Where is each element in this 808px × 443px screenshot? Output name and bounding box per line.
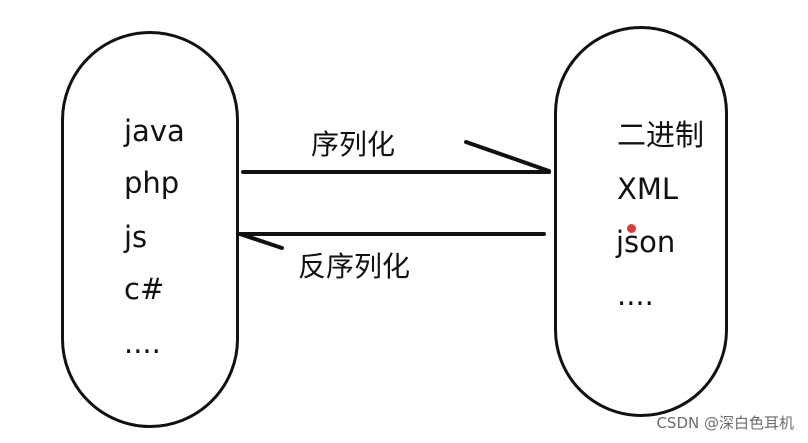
format-item-binary: 二进制	[617, 118, 705, 152]
language-item-java: java	[124, 114, 185, 148]
formats-capsule	[554, 26, 728, 417]
cursor-dot	[627, 224, 636, 233]
language-item-js: js	[124, 220, 148, 254]
serialize-label: 序列化	[311, 128, 396, 161]
languages-capsule	[61, 31, 239, 428]
deserialize-label: 反序列化	[298, 250, 411, 283]
format-item-json: json	[616, 225, 676, 259]
language-item-more: ....	[124, 326, 161, 360]
format-item-more: ....	[617, 278, 654, 312]
deserialize-arrow	[238, 232, 546, 250]
language-item-php: php	[124, 166, 180, 200]
format-item-xml: XML	[617, 172, 679, 206]
watermark-text: CSDN @深白色耳机	[656, 414, 794, 432]
language-item-csharp: c#	[124, 272, 165, 306]
serialize-arrow	[241, 140, 551, 174]
